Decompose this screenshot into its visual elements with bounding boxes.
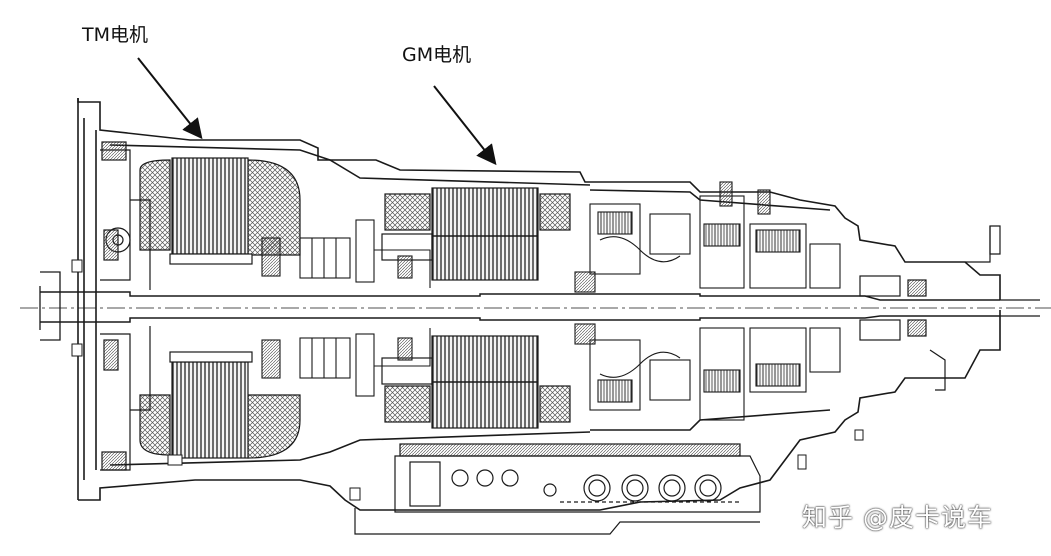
watermark: 知乎 @皮卡说车 xyxy=(802,503,993,532)
gm-motor-label: GM电机 xyxy=(402,44,472,66)
planetary-clutch-pack xyxy=(574,181,841,421)
tm-motor-upper xyxy=(139,157,301,265)
tm-motor-arrow xyxy=(137,57,203,140)
bearings-middle xyxy=(261,219,431,397)
valve-body xyxy=(354,443,761,535)
gm-motor-lower xyxy=(381,335,571,429)
main-shaft xyxy=(20,271,1051,341)
tm-motor-lower xyxy=(139,351,301,459)
tm-motor-label: TM电机 xyxy=(82,24,148,46)
gm-motor-upper xyxy=(381,187,571,281)
output-flange xyxy=(859,225,1001,391)
fasteners xyxy=(71,259,864,501)
housing-outline xyxy=(77,98,1001,511)
gm-motor-arrow xyxy=(433,85,497,166)
input-damper xyxy=(100,141,151,471)
